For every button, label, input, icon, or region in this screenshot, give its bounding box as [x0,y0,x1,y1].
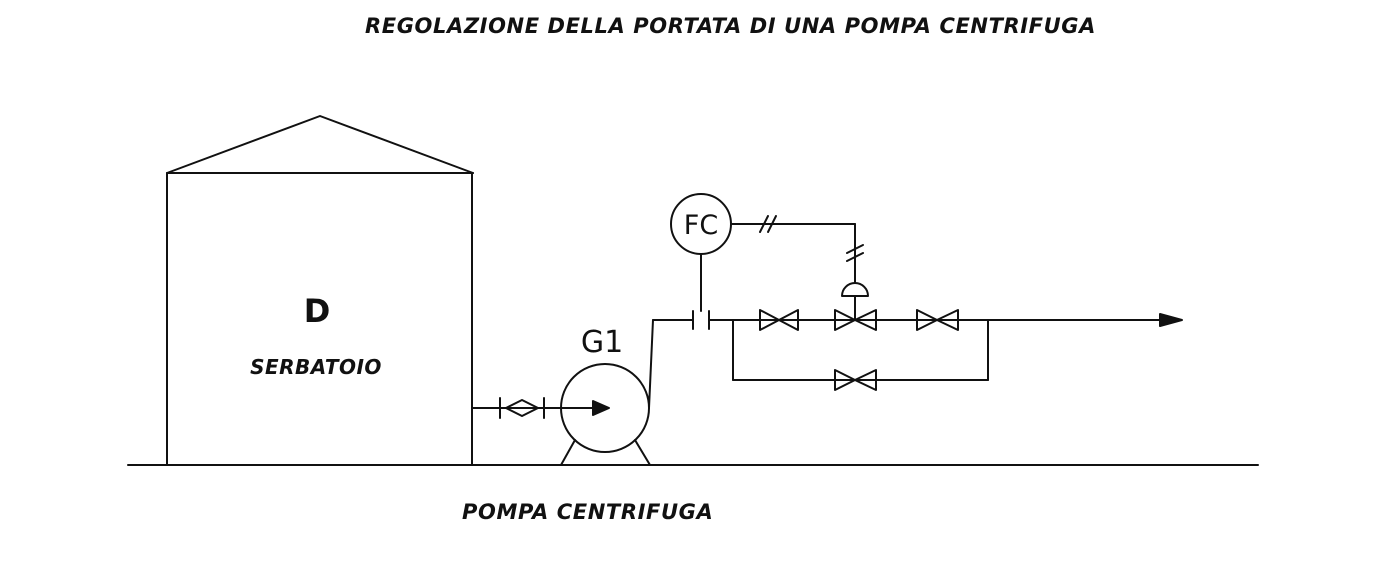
bypass-valve-icon-b [854,369,877,391]
discharge-line [652,309,1183,331]
signal-hash-2b [846,252,864,262]
bypass-valve-icon [834,369,856,391]
block-valve-upstream-icon-b [778,309,799,331]
tank-serbatoio [166,115,474,466]
block-valve-downstream-icon [916,309,938,331]
flow-controller-loop [670,193,869,321]
discharge-flow-arrowhead-icon [1159,313,1183,327]
tank-tag: D [304,292,331,330]
pump-flow-arrowhead-icon [592,400,610,416]
diagram-caption: POMPA CENTRIFUGA [462,500,714,524]
valve-actuator-icon [841,282,869,297]
signal-hash-2a [846,244,864,254]
pump-base [560,439,651,466]
signal-hash-1a [759,215,769,233]
control-valve-body-icon [834,309,856,331]
pump-tag: G1 [581,325,623,360]
flow-controller-tag: FC [684,210,718,241]
tank-label: SERBATOIO [250,355,382,379]
suction-line [471,397,561,419]
suction-strainer-icon [505,399,539,417]
bypass-line [732,319,989,391]
pump-discharge-riser [648,319,654,409]
signal-hash-1b [767,215,777,233]
pump-g1 [547,319,654,466]
control-valve-body-icon-b [854,309,877,331]
diagram-title: REGOLAZIONE DELLA PORTATA DI UNA POMPA C… [365,14,1096,38]
tank-roof [166,115,474,174]
block-valve-downstream-icon-b [936,309,959,331]
block-valve-upstream-icon [759,309,780,331]
